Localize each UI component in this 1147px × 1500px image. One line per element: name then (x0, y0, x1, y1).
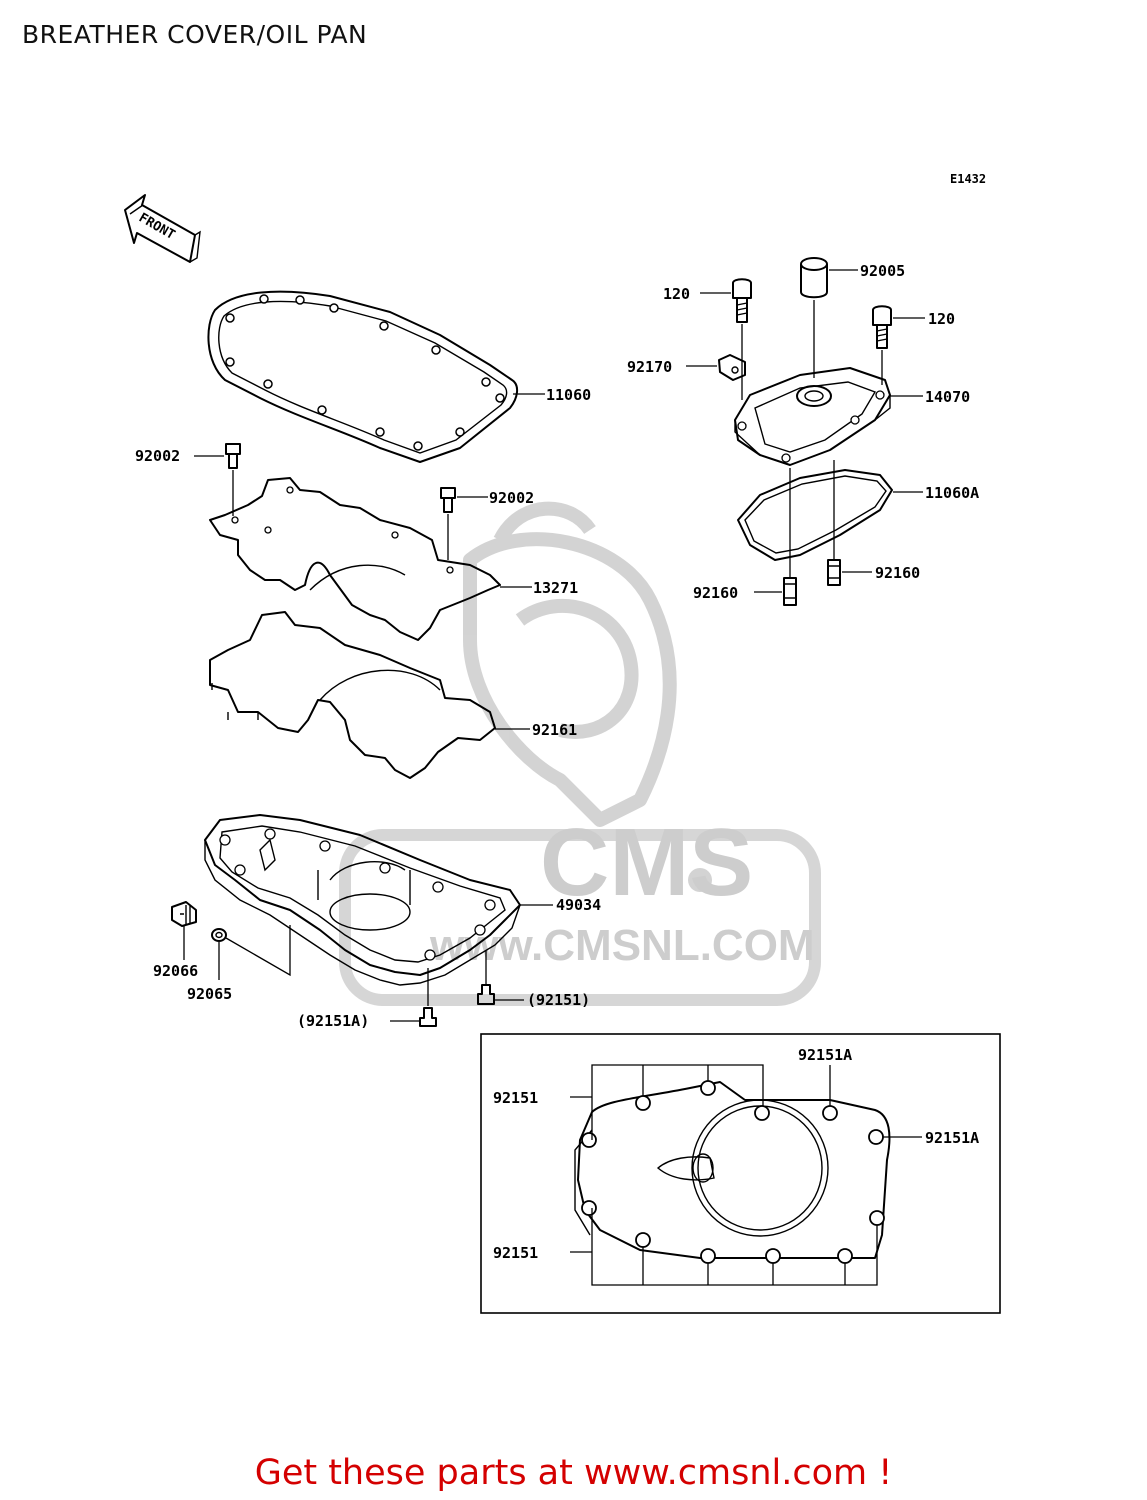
watermark-url: www.CMSNL.COM (429, 921, 815, 970)
plate-13271 (209, 477, 501, 641)
label-120-right: 120 (928, 310, 955, 328)
label-92002-right: 92002 (489, 489, 534, 507)
label-inset-92151-bottom: 92151 (493, 1244, 538, 1262)
label-92151-bolt: (92151) (527, 991, 590, 1009)
bolt-92002-right (440, 487, 456, 560)
front-label: FRONT (136, 210, 178, 243)
label-inset-92151-top: 92151 (493, 1089, 538, 1107)
bolt-92151A (390, 968, 437, 1027)
label-92170: 92170 (627, 358, 672, 376)
dowel-92160-left (783, 577, 797, 606)
page-title: BREATHER COVER/OIL PAN (22, 20, 368, 49)
label-92160-right: 92160 (875, 564, 920, 582)
clamp-92170 (718, 354, 746, 381)
label-inset-92151A-right: 92151A (925, 1129, 979, 1147)
label-92161: 92161 (532, 721, 577, 739)
watermark-brand: CMS (540, 809, 753, 916)
washer-92065 (211, 925, 291, 980)
bolt-120-right (872, 305, 892, 385)
label-92005: 92005 (860, 262, 905, 280)
label-49034: 49034 (556, 896, 601, 914)
label-92066: 92066 (153, 962, 198, 980)
dowel-92160-right (827, 559, 841, 586)
drain-bolt-92066 (171, 901, 197, 960)
cap-92005 (800, 257, 828, 378)
label-inset-92151A-top: 92151A (798, 1046, 852, 1064)
footer-promo-link[interactable]: Get these parts at www.cmsnl.com ! (254, 1453, 893, 1493)
label-11060: 11060 (546, 386, 591, 404)
oil-pan-49034 (204, 814, 521, 986)
gasket-11060A (737, 460, 893, 578)
bolt-92151 (477, 950, 524, 1005)
plate-92161 (209, 611, 496, 779)
breather-cover-14070 (734, 367, 891, 466)
diagram-code: E1432 (950, 172, 986, 186)
label-92065: 92065 (187, 985, 232, 1003)
label-14070: 14070 (925, 388, 970, 406)
bolt-120-left (732, 278, 752, 400)
bolt-layout-inset (480, 1033, 1001, 1314)
front-arrow-icon: FRONT (124, 194, 201, 263)
gasket-11060 (207, 290, 518, 463)
watermark: CMS www.CMSNL.COM (339, 501, 821, 1006)
bolt-92002-left (225, 443, 241, 516)
label-92002-left: 92002 (135, 447, 180, 465)
label-11060A: 11060A (925, 484, 979, 502)
label-92151A-bolt: (92151A) (297, 1012, 369, 1030)
label-92160-left: 92160 (693, 584, 738, 602)
label-120-left: 120 (663, 285, 690, 303)
label-13271: 13271 (533, 579, 578, 597)
